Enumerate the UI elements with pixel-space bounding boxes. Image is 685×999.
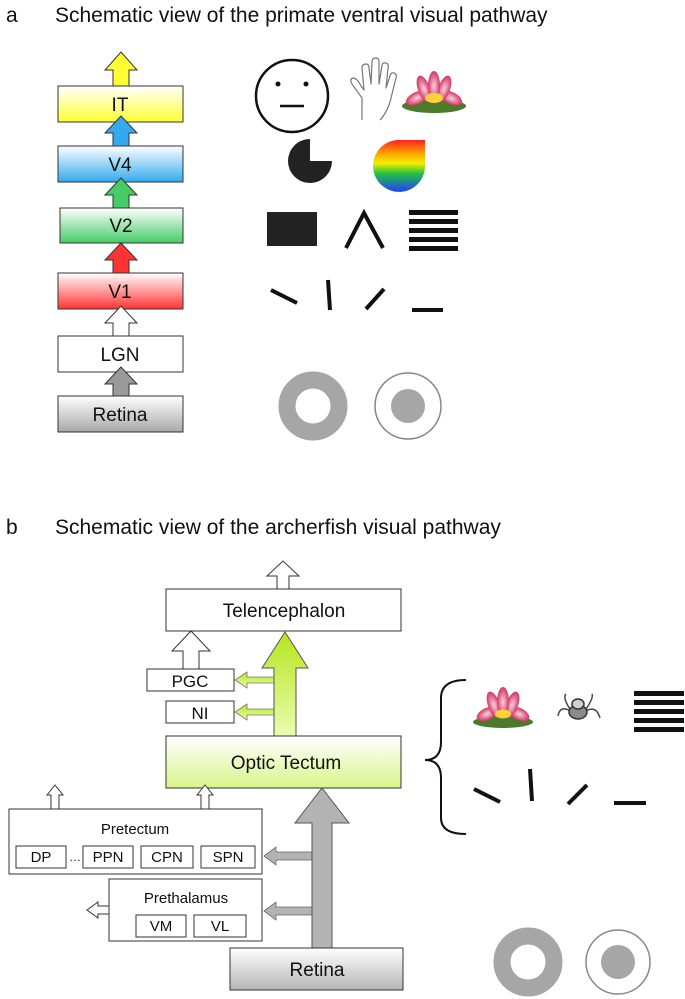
arrow-retina-to-tectum bbox=[293, 787, 351, 949]
nucleus-vm-label: VM bbox=[150, 918, 173, 935]
nucleus-spn-box bbox=[200, 845, 256, 869]
pacman-shape-icon bbox=[288, 139, 332, 183]
box-it-label: IT bbox=[112, 95, 129, 116]
nucleus-cpn-label: CPN bbox=[151, 849, 183, 866]
optic-tectum-label: Optic Tectum bbox=[231, 753, 342, 774]
optic-tectum-box: Optic Tectum bbox=[165, 735, 402, 789]
telencephalon-box: Telencephalon bbox=[165, 588, 402, 632]
box-retina-a-label: Retina bbox=[93, 405, 148, 426]
arrow-pgc-up bbox=[170, 630, 212, 670]
angle-shape-icon bbox=[344, 208, 385, 249]
grating-icon bbox=[409, 210, 458, 251]
nucleus-ppn-box bbox=[82, 845, 134, 869]
on-center-ring-icon bbox=[374, 372, 442, 440]
box-lgn-label: LGN bbox=[100, 345, 139, 366]
lotus-flower-icon-b bbox=[473, 687, 533, 728]
pgc-label: PGC bbox=[172, 672, 209, 691]
oriented-bars-b bbox=[473, 768, 646, 806]
arrow-retina-to-pretectum bbox=[263, 846, 313, 866]
prethalamus-label: Prethalamus bbox=[144, 890, 228, 907]
arrow-prethalamus-left bbox=[86, 901, 110, 919]
oriented-bars-a bbox=[270, 279, 443, 312]
ni-label: NI bbox=[192, 704, 209, 723]
nucleus-vl-label: VL bbox=[211, 918, 229, 935]
arrow-tectum-to-ni bbox=[234, 703, 279, 721]
box-v1: V1 bbox=[57, 242, 184, 310]
off-center-ring-icon-b bbox=[493, 927, 563, 997]
retina-box-b: Retina bbox=[229, 947, 404, 991]
panel-b-title: Schematic view of the archerfish visual … bbox=[55, 516, 501, 539]
prethalamus-box: Prethalamus VM VL bbox=[108, 878, 263, 942]
pretectum-ellipsis: … bbox=[69, 850, 81, 864]
panel-a-title: Schematic view of the primate ventral vi… bbox=[55, 4, 548, 27]
arrow-pretectum-up-right bbox=[195, 784, 215, 810]
nucleus-vl-box bbox=[193, 914, 247, 938]
box-v2: V2 bbox=[59, 177, 184, 244]
on-center-ring-icon-b bbox=[585, 929, 651, 995]
arrow-tectum-to-telencephalon bbox=[261, 631, 309, 737]
box-it: IT bbox=[57, 51, 184, 123]
panel-a-letter: a bbox=[6, 4, 18, 27]
nucleus-vm-box bbox=[135, 914, 187, 938]
pretectum-label: Pretectum bbox=[101, 821, 169, 838]
box-retina-a: Retina bbox=[57, 366, 184, 433]
arrow-retina-to-prethalamus bbox=[263, 901, 313, 921]
retina-b-label: Retina bbox=[290, 960, 345, 981]
arrow-pretectum-up-left bbox=[45, 784, 65, 810]
arrow-tectum-to-pgc bbox=[234, 671, 279, 689]
panel-b-letter: b bbox=[6, 516, 18, 539]
box-lgn: LGN bbox=[57, 305, 184, 373]
nucleus-cpn-box bbox=[140, 845, 194, 869]
face-icon bbox=[254, 58, 330, 134]
box-v4-label: V4 bbox=[108, 155, 132, 176]
spider-icon bbox=[557, 693, 601, 720]
grating-icon-b bbox=[634, 691, 684, 732]
box-v2-label: V2 bbox=[109, 216, 132, 237]
box-v1-label: V1 bbox=[108, 282, 131, 303]
off-center-ring-icon bbox=[278, 371, 348, 441]
pgc-box: PGC bbox=[146, 668, 235, 692]
hand-icon bbox=[350, 57, 397, 121]
arrow-up-telencephalon bbox=[265, 560, 301, 590]
nucleus-spn-label: SPN bbox=[213, 849, 244, 866]
curly-brace bbox=[424, 679, 467, 835]
nucleus-dp-box bbox=[15, 845, 67, 869]
telencephalon-label: Telencephalon bbox=[223, 601, 346, 622]
pretectum-box: Pretectum DP … PPN CPN SPN bbox=[8, 808, 263, 875]
nucleus-ppn-label: PPN bbox=[93, 849, 124, 866]
box-v4: V4 bbox=[57, 115, 184, 183]
nucleus-dp-label: DP bbox=[31, 849, 52, 866]
lotus-flower-icon bbox=[402, 71, 466, 113]
ni-box: NI bbox=[165, 700, 235, 724]
rainbow-drop-icon bbox=[373, 140, 426, 192]
black-rectangle-icon bbox=[267, 212, 317, 246]
